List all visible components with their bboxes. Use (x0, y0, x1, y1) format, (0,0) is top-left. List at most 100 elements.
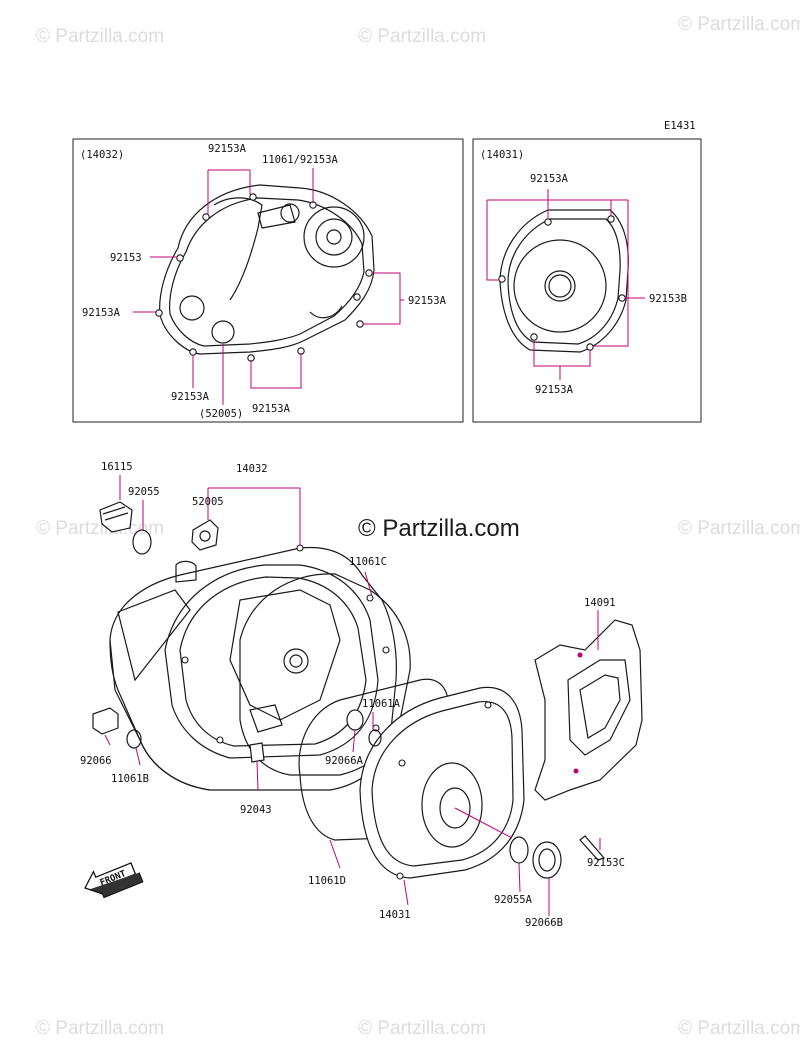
inset-right-generator-cover (498, 209, 629, 353)
inset-right-frame (472, 138, 702, 423)
generator-cover-hub (544, 270, 576, 302)
label-14091: 14091 (584, 597, 616, 609)
small-parts (92, 501, 606, 879)
generator-cover-14031 (359, 686, 525, 880)
inset-right-title: (14031) (480, 149, 524, 161)
label-92153A-left: 92153A (82, 307, 121, 319)
watermarks: © Partzilla.com © Partzilla.com © Partzi… (36, 14, 800, 1039)
bolt-hole (366, 594, 374, 602)
bolt-hole (216, 736, 224, 744)
cap-92066B-inner (538, 848, 556, 872)
bolt-hole (353, 293, 361, 301)
bolt-hole (484, 701, 492, 709)
watermark-top-right: © Partzilla.com (678, 14, 800, 35)
watermark-bottom-left: © Partzilla.com (36, 1018, 164, 1039)
label-14032: 14032 (236, 463, 268, 475)
watermark-top-center: © Partzilla.com (358, 26, 486, 47)
bolt-hole (382, 646, 390, 654)
label-11061C: 11061C (349, 556, 387, 568)
clutch-cover-hole-b (211, 320, 235, 344)
generator-cover-body (359, 686, 525, 879)
label-52005: 52005 (192, 496, 224, 508)
cap-92066B (532, 841, 562, 879)
bolt-hole (607, 215, 615, 223)
inset-right-leaders (486, 189, 645, 380)
label-92153: 92153 (110, 252, 142, 264)
bolt-hole (577, 652, 583, 658)
inset-left-frame (72, 138, 464, 423)
sprocket-cover-body (534, 619, 643, 801)
dowel-92043 (249, 742, 265, 763)
clutch-cover-tab (257, 204, 296, 229)
clutch-cover-bearing-inner (289, 654, 303, 668)
clutch-cover-hole-a (179, 295, 205, 321)
clutch-cover-gasket-face (164, 564, 379, 759)
label-11061B: 11061B (111, 773, 149, 785)
watermark-mid-left: © Partzilla.com (36, 518, 164, 539)
label-92055A: 92055A (494, 894, 533, 906)
label-92153A-right: 92153A (408, 295, 447, 307)
inset-left-clutch-cover (155, 184, 375, 362)
clutch-cover-side (117, 589, 191, 682)
clutch-cover-bearing (283, 648, 309, 674)
gasket-11061B (126, 729, 142, 749)
gasket-11061C (239, 573, 411, 776)
label-14031: 14031 (379, 909, 411, 921)
bolt-hole (155, 309, 163, 317)
bolt-hole (249, 193, 257, 201)
clutch-cover-boss-center (326, 229, 342, 245)
bolt-hole (530, 333, 538, 341)
clutch-cover-boss (249, 704, 283, 733)
generator-cover-dome (421, 762, 483, 848)
generator-cover-face (371, 700, 514, 867)
clutch-cover-curve (309, 305, 343, 319)
label-92153A-top: 92153A (208, 143, 247, 155)
inset-right-box: (14031) 92153A 92153B 92153A (472, 138, 702, 423)
bolt-hole (544, 218, 552, 226)
watermark-center: © Partzilla.com (358, 515, 520, 542)
label-92153C: 92153C (587, 857, 625, 869)
main-exploded-view: 16115 92055 14032 52005 11061C 14091 110… (80, 461, 643, 929)
front-arrow-icon: FRONT (84, 862, 144, 899)
clutch-cover-inner-rim (169, 197, 365, 347)
plug-52005 (191, 519, 219, 551)
generator-cover-rim (507, 218, 621, 345)
label-11061D: 11061D (308, 875, 346, 887)
sprocket-cover-vent (567, 659, 631, 756)
label-14031-92153A-top: 92153A (530, 173, 569, 185)
bolt-hole (181, 656, 189, 664)
gasket-11061A (368, 729, 382, 747)
clutch-cover-filler-neck (175, 560, 197, 583)
label-92153A-bottom-left: 92153A (171, 391, 210, 403)
label-92066: 92066 (80, 755, 112, 767)
bolt-hole (202, 213, 210, 221)
generator-cover-outline (499, 209, 629, 353)
bolt-hole (356, 320, 364, 328)
o-ring-92055A (509, 836, 529, 864)
bolt-hole (573, 768, 579, 774)
main-leaders (104, 475, 601, 916)
label-92153B: 92153B (649, 293, 687, 305)
bolt-hole (176, 254, 184, 262)
bolt-hole (498, 275, 506, 283)
generator-cover-hub-inner (548, 274, 572, 298)
clutch-cover-ribbing (229, 589, 341, 721)
clutch-cover-rib (213, 197, 263, 301)
clutch-cover-14032 (109, 544, 397, 791)
bolt-92153C (579, 835, 606, 861)
label-92066B: 92066B (525, 917, 563, 929)
clutch-cover-filler (280, 203, 300, 223)
inset-left-box: (14032) (72, 138, 464, 423)
watermark-bottom-center: © Partzilla.com (358, 1018, 486, 1039)
clutch-cover-boss-mid (315, 218, 353, 256)
label-92153A-bottom: 92153A (252, 403, 291, 415)
clutch-cover-boss-outer (303, 206, 365, 268)
bolt-hole (618, 294, 626, 302)
inset-left-leaders (133, 168, 404, 405)
label-92043: 92043 (240, 804, 272, 816)
label-14031-92153A-bottom: 92153A (535, 384, 574, 396)
sprocket-cover-14091 (534, 619, 643, 801)
plug-52005-center (199, 530, 211, 542)
label-16115: 16115 (101, 461, 133, 473)
